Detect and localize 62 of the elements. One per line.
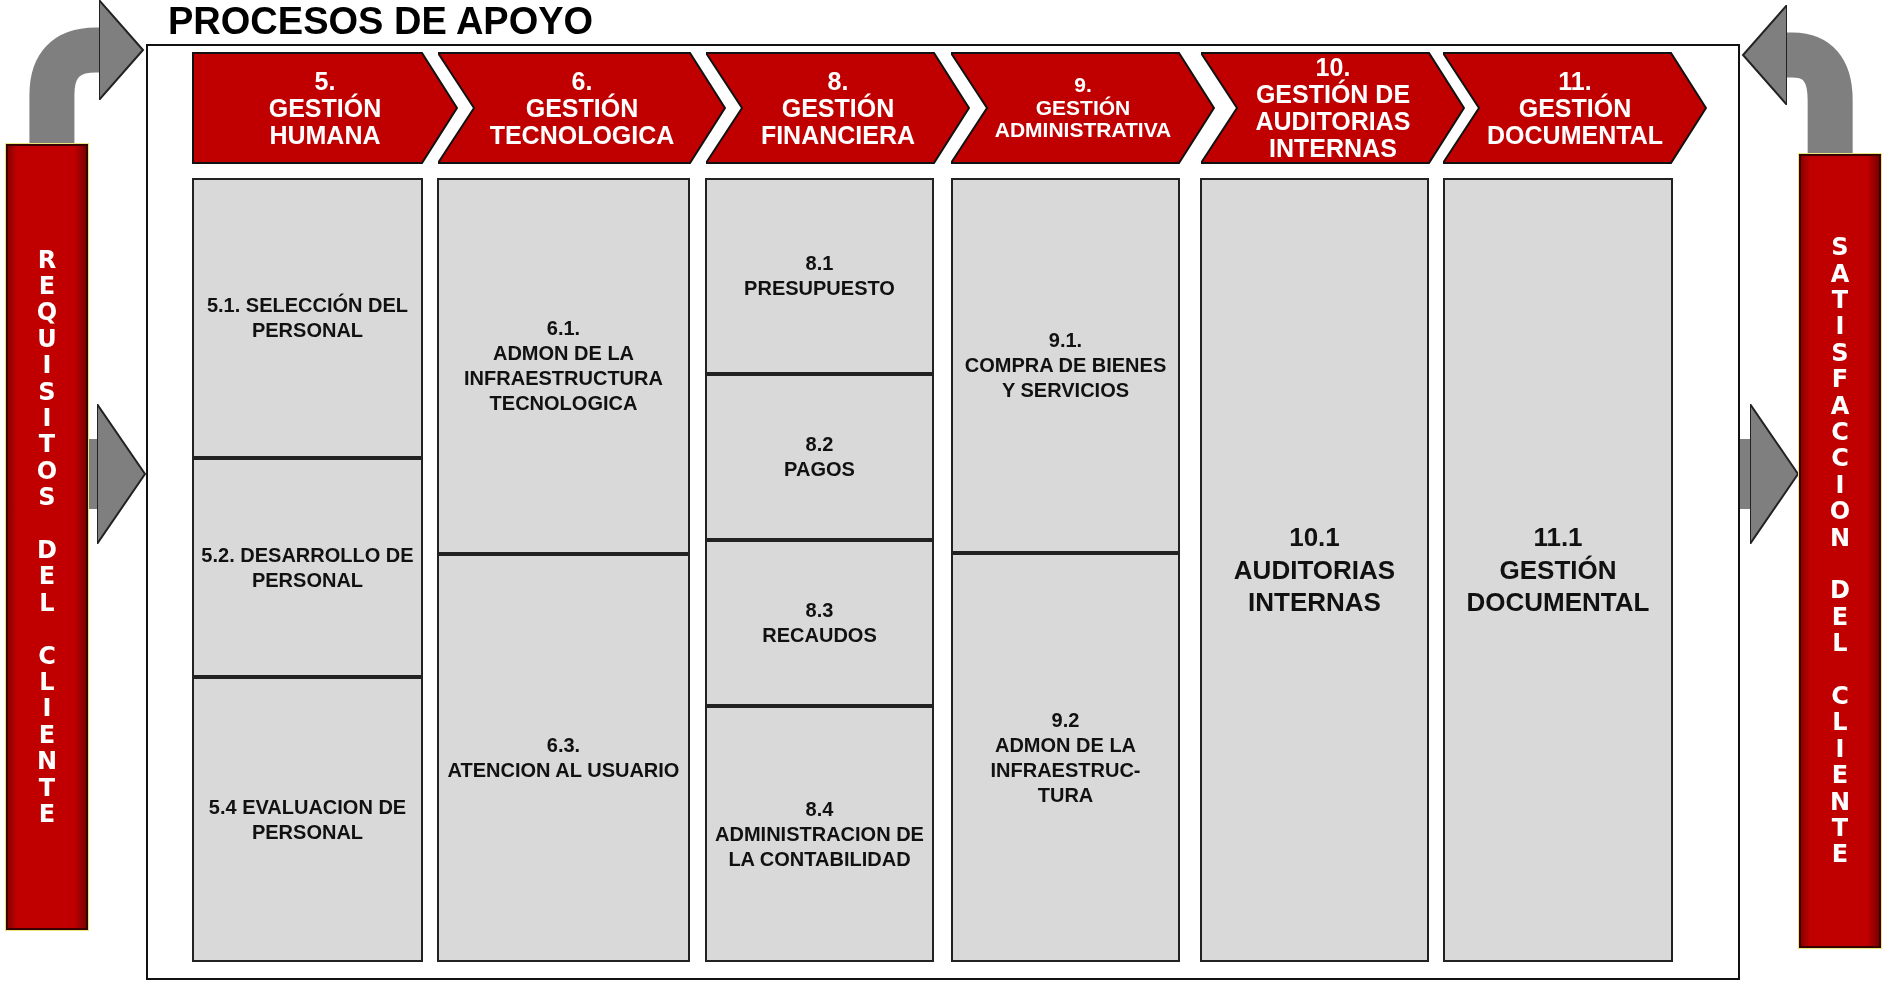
- process-number: 6.: [571, 67, 593, 95]
- process-number: 6.1.: [546, 316, 581, 341]
- process-number: 9.1.: [1048, 328, 1083, 353]
- process-label: GESTIÓN DOCUMENTAL: [1465, 553, 1651, 619]
- block-arrow: [1740, 403, 1799, 545]
- process-title: GESTIÓN TECNOLOGICA: [488, 94, 676, 149]
- process-label: ADMINISTRACION DE LA CONTABILIDAD: [714, 821, 925, 872]
- process-header-banner: [192, 52, 458, 164]
- process-number: 10.1: [1289, 521, 1340, 554]
- process-label: COMPRA DE BIENES Y SERVICIOS: [963, 353, 1168, 403]
- process-box: [705, 374, 934, 540]
- section-heading: PROCESOS DE APOYO: [168, 0, 594, 42]
- process-number: 8.3: [805, 598, 834, 623]
- process-label: ADMON DE LA INFRAESTRUCTURA TECNOLOGICA: [463, 341, 664, 416]
- process-title: GESTIÓN ADMINISTRATIVA: [993, 96, 1173, 142]
- process-number: 8.2: [805, 432, 834, 457]
- process-box: [437, 178, 690, 554]
- process-label: PRESUPUESTO: [744, 276, 895, 301]
- process-header-banner: [1201, 52, 1465, 164]
- process-label: ADMON DE LA INFRAESTRUC- TURA: [989, 732, 1142, 808]
- process-header-banner: [438, 52, 726, 164]
- process-box: [705, 178, 934, 374]
- process-title: GESTIÓN DOCUMENTAL: [1486, 94, 1664, 149]
- process-label: 5.4 EVALUACION DE PERSONAL: [207, 794, 408, 845]
- process-label: 5.2. DESARROLLO DE PERSONAL: [200, 542, 415, 593]
- process-label: PAGOS: [784, 457, 855, 482]
- process-box: [437, 554, 690, 962]
- block-arrow: [1742, 4, 1853, 154]
- process-header-banner: [951, 52, 1215, 164]
- block-arrow: [29, 0, 144, 144]
- process-box: [705, 706, 934, 962]
- process-number: 8.: [827, 67, 849, 95]
- process-number: 8.1: [805, 251, 834, 276]
- process-box: [951, 553, 1180, 962]
- vertical-banner: [6, 144, 88, 930]
- process-label: RECAUDOS: [762, 623, 877, 648]
- process-header-banner: [706, 52, 970, 164]
- process-header-banner: [1443, 52, 1707, 164]
- process-box: [1443, 178, 1673, 962]
- process-box: [192, 178, 423, 458]
- block-arrow: [88, 403, 146, 545]
- process-label: 5.1. SELECCIÓN DEL PERSONAL: [205, 293, 410, 343]
- process-label: ATENCION AL USUARIO: [447, 758, 680, 783]
- process-number: 11.: [1558, 67, 1592, 95]
- process-box: [192, 458, 423, 677]
- process-number: 9.: [1074, 74, 1092, 96]
- process-number: 9.2: [1051, 707, 1080, 733]
- process-title: GESTIÓN DE AUDITORIAS INTERNAS: [1254, 81, 1412, 162]
- vertical-label: SATISFACCION DEL CLIENTE: [1828, 234, 1852, 868]
- process-box: [1200, 178, 1429, 962]
- process-number: 11.1: [1533, 521, 1583, 554]
- process-title: GESTIÓN HUMANA: [267, 94, 383, 149]
- vertical-banner: [1799, 154, 1881, 948]
- process-box: [192, 677, 423, 962]
- process-title: GESTIÓN FINANCIERA: [759, 94, 917, 149]
- process-label: AUDITORIAS INTERNAS: [1232, 553, 1397, 619]
- process-number: 5.: [314, 67, 336, 95]
- process-box: [951, 178, 1180, 553]
- process-number: 6.3.: [546, 733, 581, 758]
- process-box: [705, 540, 934, 706]
- vertical-label: REQUISITOS DEL CLIENTE: [35, 246, 59, 828]
- process-number: 8.4: [805, 796, 834, 822]
